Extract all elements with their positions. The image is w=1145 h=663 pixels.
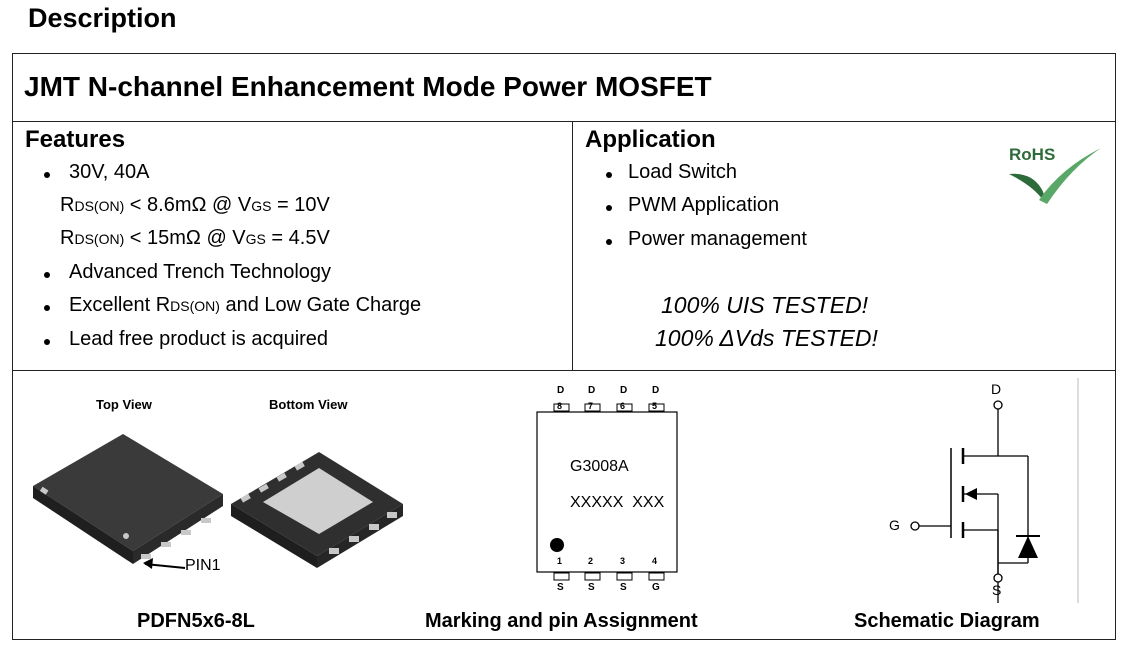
package-illustration [33,434,403,569]
rohs-label: RoHS [1009,145,1055,164]
pin-label: 7 [588,401,594,411]
lot-code-marking: XXXXX XXX [570,494,665,511]
feature-rds-gate: Excellent RDS(ON) and Low Gate Charge [69,294,422,316]
pin-label: 6 [620,401,626,411]
drain-label: D [991,381,1002,397]
top-view-label: Top View [96,397,152,412]
pin-label: S [620,582,627,593]
description-table: JMT N-channel Enhancement Mode Power MOS… [12,53,1116,640]
bullet [606,205,612,211]
application-item: Load Switch [628,161,737,183]
bullet [44,305,50,311]
uis-tested-note: 100% UIS TESTED! [661,292,869,318]
marking-diagram [536,403,678,581]
bottom-view-chip [231,452,403,568]
part-marking: G3008A [570,458,629,475]
application-item: PWM Application [628,194,780,216]
pin-label: D [652,385,660,396]
pin1-dot [550,538,564,552]
feature-rating: 30V, 40A [69,161,150,183]
leaf-icon [1009,173,1045,200]
pin-label: 4 [652,556,658,566]
pin-label: G [652,582,660,593]
check-icon [1039,148,1101,204]
source-label: S [992,582,1002,598]
pin-label: S [588,582,595,593]
bullet [44,172,50,178]
pin-label: 3 [620,556,626,566]
feature-rds-4v5: RDS(ON) < 15mΩ @ VGS = 4.5V [60,227,330,249]
pin1-label: PIN1 [185,557,221,574]
title-row: JMT N-channel Enhancement Mode Power MOS… [13,54,1115,122]
package-caption: PDFN5x6-8L [137,610,255,632]
bullet [606,172,612,178]
schematic-diagram [910,378,1079,603]
pin-label: 2 [588,556,594,566]
features-cell: Features 30V, 40A RDS(ON) < 8.6mΩ @ VGS … [13,122,573,371]
schematic-caption: Schematic Diagram [854,610,1040,632]
product-title: JMT N-channel Enhancement Mode Power MOS… [24,71,712,102]
top-view-chip [33,434,223,564]
marking-caption: Marking and pin Assignment [425,610,698,632]
rohs-logo: RoHS [1009,145,1101,204]
pin-label: 8 [557,401,563,411]
pin-label: D [557,385,565,396]
pin-label: D [588,385,596,396]
bullet [44,339,50,345]
feature-rds-10v: RDS(ON) < 8.6mΩ @ VGS = 10V [60,194,330,216]
pin-label: 1 [557,556,563,566]
dvds-tested-note: 100% ΔVds TESTED! [655,325,878,351]
bullet [606,239,612,245]
bottom-view-label: Bottom View [269,397,348,412]
features-title: Features [25,126,126,153]
page-heading: Description [28,3,177,33]
application-cell: Application Load Switch PWM Application … [573,122,1116,371]
pin-label: S [557,582,564,593]
bullet [44,272,50,278]
gate-label: G [889,517,900,533]
pin-label: D [620,385,628,396]
application-title: Application [585,126,716,153]
application-item: Power management [628,228,807,250]
pin-label: 5 [652,401,658,411]
feature-trench: Advanced Trench Technology [69,261,332,283]
feature-lead-free: Lead free product is acquired [69,328,329,350]
